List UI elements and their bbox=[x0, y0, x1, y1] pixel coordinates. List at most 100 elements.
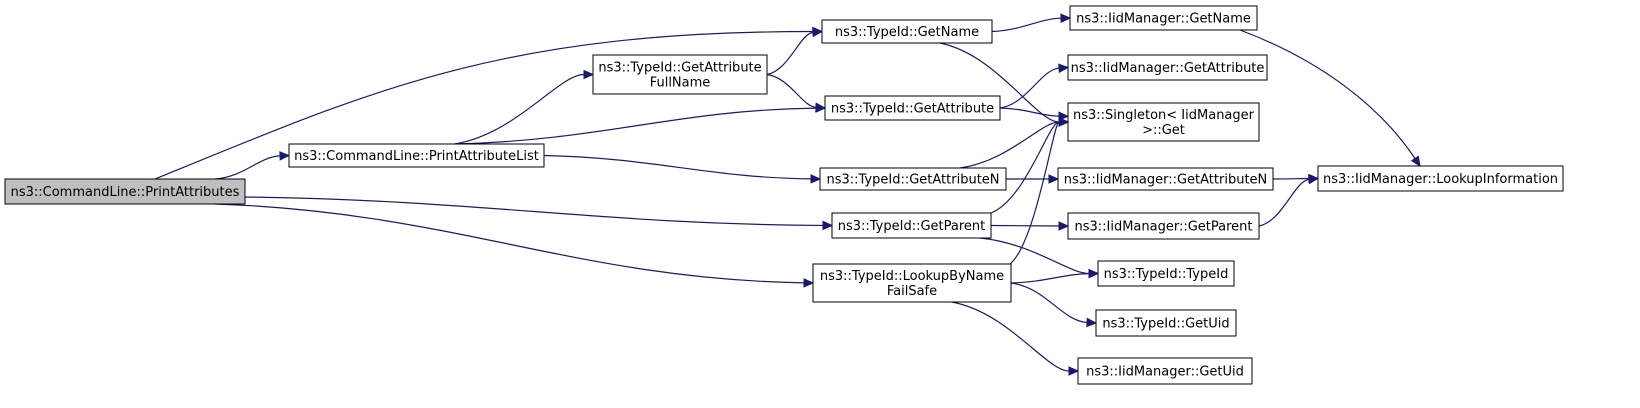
arrowhead bbox=[1068, 366, 1080, 376]
edge-line bbox=[543, 154, 812, 180]
node-box bbox=[819, 167, 1007, 191]
node-getattr[interactable]: ns3::TypeId::GetAttribute bbox=[824, 95, 1001, 121]
node-label: ns3::TypeId::GetName bbox=[835, 25, 979, 40]
node-box bbox=[1317, 165, 1564, 192]
edge-pal-to-getattrn bbox=[543, 154, 822, 184]
edge-line bbox=[214, 155, 281, 180]
node-box bbox=[1057, 167, 1274, 191]
node-iid-getparent[interactable]: ns3::IidManager::GetParent bbox=[1067, 212, 1260, 240]
node-label: ns3::TypeId::GetAttribute bbox=[831, 102, 994, 117]
node-box bbox=[812, 263, 1012, 303]
arrowhead bbox=[812, 27, 824, 38]
node-label: ns3::IidManager::GetAttribute bbox=[1071, 61, 1265, 76]
node-iid-getattrn[interactable]: ns3::IidManager::GetAttributeN bbox=[1057, 167, 1274, 191]
edge-root-to-pal bbox=[214, 151, 291, 180]
node-box bbox=[1077, 357, 1253, 385]
node-label: ns3::IidManager::GetAttributeN bbox=[1064, 173, 1268, 188]
node-box bbox=[831, 212, 992, 239]
edge-line bbox=[999, 107, 1060, 117]
arrowhead bbox=[1058, 63, 1070, 73]
arrowhead bbox=[1086, 317, 1098, 328]
node-label: ns3::TypeId::LookupByName bbox=[820, 269, 1004, 284]
arrowhead bbox=[1308, 174, 1320, 185]
node-iid-getattr[interactable]: ns3::IidManager::GetAttribute bbox=[1067, 54, 1268, 81]
node-singleton[interactable]: ns3::Singleton< IidManager>::Get bbox=[1067, 102, 1260, 142]
node-label: ns3::TypeId::GetParent bbox=[838, 219, 986, 234]
node-getname[interactable]: ns3::TypeId::GetName bbox=[821, 19, 993, 44]
edge-line bbox=[1258, 178, 1310, 227]
node-box bbox=[1067, 102, 1260, 142]
edge-line bbox=[939, 42, 1060, 123]
node-box bbox=[1067, 212, 1260, 240]
node-typeid-ctor[interactable]: ns3::TypeId::TypeId bbox=[1097, 260, 1235, 287]
node-box bbox=[288, 143, 545, 168]
edge-line bbox=[1010, 282, 1088, 324]
node-pal[interactable]: ns3::CommandLine::PrintAttributeList bbox=[288, 143, 545, 168]
edge-iid_getparent-to-lookupinfo bbox=[1258, 174, 1320, 227]
edge-line bbox=[990, 121, 1060, 214]
edge-iid_getname-to-lookupinfo bbox=[1239, 29, 1421, 168]
nodes-layer: ns3::CommandLine::PrintAttributes ns3::Co… bbox=[4, 5, 1564, 385]
arrowhead bbox=[822, 220, 834, 231]
edge-line bbox=[1010, 273, 1090, 284]
node-box bbox=[1069, 5, 1258, 31]
edge-line bbox=[454, 107, 817, 145]
edge-line bbox=[999, 67, 1060, 109]
edge-pal-to-gafn bbox=[454, 69, 595, 145]
node-getparent[interactable]: ns3::TypeId::GetParent bbox=[831, 212, 992, 239]
edge-getparent-to-iid_getparent bbox=[990, 221, 1070, 231]
node-label: ns3::TypeId::TypeId bbox=[1104, 267, 1229, 282]
edge-line bbox=[766, 73, 817, 108]
node-getattrn[interactable]: ns3::TypeId::GetAttributeN bbox=[819, 167, 1007, 191]
arrowhead bbox=[815, 102, 827, 113]
arrowhead bbox=[803, 278, 815, 288]
node-lookupinfo[interactable]: ns3::IidManager::LookupInformation bbox=[1317, 165, 1564, 192]
edge-root-to-getparent bbox=[244, 196, 834, 231]
edges-layer bbox=[154, 13, 1421, 376]
arrowhead bbox=[1410, 155, 1421, 168]
edge-getname-to-iid_getname bbox=[991, 13, 1072, 33]
node-label: FailSafe bbox=[887, 284, 937, 299]
edge-line bbox=[959, 121, 1060, 169]
edge-getparent-to-singleton bbox=[990, 117, 1070, 214]
node-label: >::Get bbox=[1142, 123, 1185, 138]
arrowhead bbox=[279, 151, 291, 161]
node-label: ns3::CommandLine::PrintAttributes bbox=[11, 185, 240, 200]
edge-line bbox=[244, 196, 824, 227]
node-box bbox=[4, 178, 246, 205]
node-iid-getname[interactable]: ns3::IidManager::GetName bbox=[1069, 5, 1258, 31]
edge-pal-to-getattr bbox=[454, 103, 827, 145]
edge-line bbox=[979, 237, 1090, 275]
node-root[interactable]: ns3::CommandLine::PrintAttributes bbox=[4, 178, 246, 205]
edge-line bbox=[154, 30, 814, 180]
arrowhead bbox=[1058, 117, 1070, 127]
node-typeid-getuid[interactable]: ns3::TypeId::GetUid bbox=[1095, 309, 1237, 337]
edge-gafn-to-getname bbox=[766, 27, 824, 76]
edge-lbnfs-to-typeid_getuid bbox=[1010, 282, 1098, 328]
node-label: ns3::TypeId::GetUid bbox=[1102, 317, 1229, 332]
edge-line bbox=[1009, 121, 1060, 265]
node-label: ns3::Singleton< IidManager bbox=[1073, 108, 1255, 123]
node-label: ns3::IidManager::GetParent bbox=[1074, 220, 1252, 235]
arrowhead bbox=[583, 69, 595, 80]
node-iid-getuid[interactable]: ns3::IidManager::GetUid bbox=[1077, 357, 1253, 385]
arrowhead bbox=[1048, 174, 1060, 184]
node-box bbox=[1097, 260, 1235, 287]
edge-line bbox=[1239, 29, 1416, 159]
node-label: FullName bbox=[650, 76, 711, 91]
node-box bbox=[1095, 309, 1237, 337]
edge-line bbox=[766, 31, 814, 76]
edge-lbnfs-to-typeid_ctor bbox=[1010, 268, 1100, 284]
node-box bbox=[821, 19, 993, 44]
edge-getattrn-to-iid_getattrn bbox=[1006, 174, 1060, 184]
arrowhead bbox=[1060, 13, 1072, 23]
edge-line bbox=[991, 17, 1062, 33]
node-label: ns3::IidManager::GetName bbox=[1076, 12, 1251, 27]
edge-gafn-to-getattr bbox=[766, 73, 827, 113]
edge-line bbox=[951, 301, 1070, 372]
arrowhead bbox=[810, 174, 822, 184]
node-label: ns3::IidManager::GetUid bbox=[1086, 365, 1244, 380]
